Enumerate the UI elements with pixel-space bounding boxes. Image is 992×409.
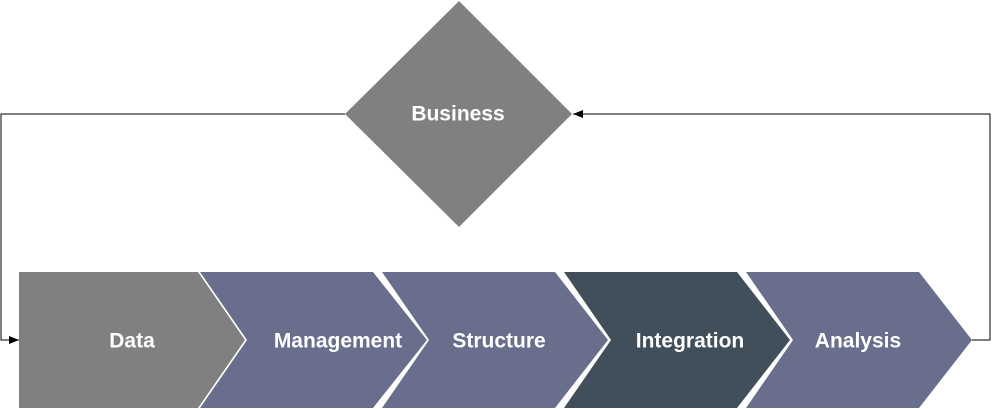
decision-diamond (345, 1, 572, 227)
step-label-analysis: Analysis (815, 330, 901, 353)
step-shape-analysis (746, 272, 972, 408)
step-shape-data (19, 272, 245, 408)
step-analysis: Analysis (746, 272, 972, 408)
step-label-data: Data (109, 330, 155, 353)
step-data: Data (19, 272, 245, 408)
decision-business: Business (345, 1, 572, 227)
step-shape-structure (382, 272, 608, 408)
step-label-structure: Structure (452, 330, 545, 353)
step-integration: Integration (564, 272, 790, 408)
step-label-integration: Integration (636, 330, 745, 353)
step-structure: Structure (382, 272, 608, 408)
step-shape-integration (564, 272, 790, 408)
decision-label: Business (411, 103, 504, 126)
connector-analysis-to-business (573, 110, 991, 341)
step-label-management: Management (274, 330, 402, 353)
step-shape-management (200, 272, 427, 408)
step-management: Management (200, 272, 427, 408)
connector-business-to-data (0, 113, 345, 344)
